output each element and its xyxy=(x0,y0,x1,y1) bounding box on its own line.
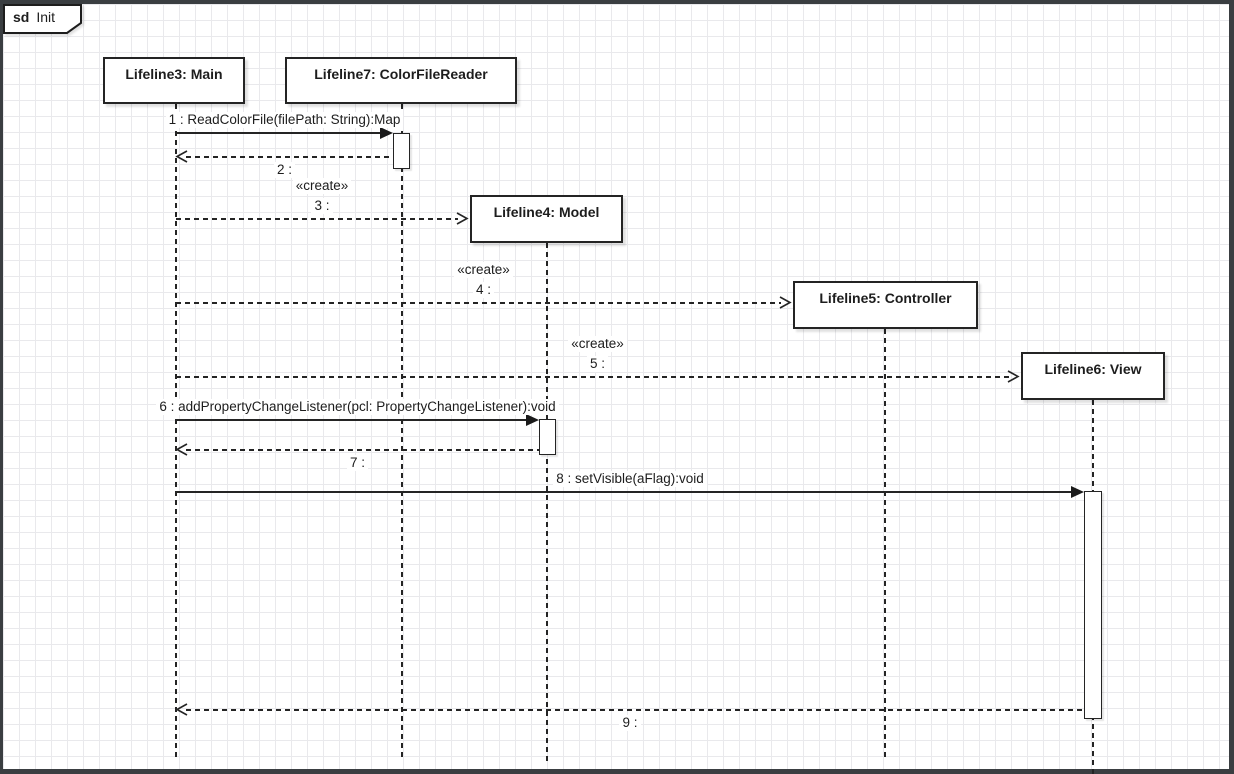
lifeline-label: Lifeline3: Main xyxy=(125,66,223,82)
lifeline-label: Lifeline4: Model xyxy=(493,204,600,220)
message-line-7[interactable] xyxy=(186,449,539,451)
frame-pentagon-shape xyxy=(3,4,82,34)
activation-bar-model[interactable] xyxy=(539,419,556,455)
frame-operator: sd xyxy=(13,9,30,25)
message-label-7[interactable]: 7 : xyxy=(176,455,539,471)
message-label-2[interactable]: 2 : xyxy=(176,162,393,178)
message-arrowhead-4 xyxy=(779,296,792,309)
message-line-8[interactable] xyxy=(176,491,1073,493)
message-stereotype-3[interactable]: «create» xyxy=(176,178,468,194)
message-stereotype-text: «create» xyxy=(454,262,513,278)
lifeline-head-controller[interactable]: Lifeline5: Controller xyxy=(793,281,978,329)
lifeline-line-main[interactable] xyxy=(175,104,177,758)
message-label-text: 2 : xyxy=(273,162,295,178)
message-label-6[interactable]: 6 : addPropertyChangeListener(pcl: Prope… xyxy=(156,399,559,415)
lifeline-line-model[interactable] xyxy=(546,243,548,762)
message-line-5[interactable] xyxy=(176,376,1009,378)
message-line-3[interactable] xyxy=(176,218,458,220)
lifeline-head-colorfilereader[interactable]: Lifeline7: ColorFileReader xyxy=(285,57,517,104)
sd-frame-label[interactable]: sd Init xyxy=(3,4,83,34)
message-arrowhead-3 xyxy=(456,212,469,225)
message-arrowhead-7 xyxy=(175,443,188,456)
message-line-1[interactable] xyxy=(176,132,382,134)
message-label-text: 9 : xyxy=(619,715,641,731)
message-arrowhead-1 xyxy=(380,127,393,139)
frame-title: Init xyxy=(36,9,56,25)
message-line-4[interactable] xyxy=(176,302,781,304)
message-label-text: 4 : xyxy=(472,282,494,298)
lifeline-head-view[interactable]: Lifeline6: View xyxy=(1021,352,1165,400)
lifeline-line-colorfilereader[interactable] xyxy=(401,104,403,758)
message-label-text: 6 : addPropertyChangeListener(pcl: Prope… xyxy=(156,399,559,415)
activation-bar-view[interactable] xyxy=(1084,491,1102,719)
message-label-text: 3 : xyxy=(311,198,333,214)
message-stereotype-4[interactable]: «create» xyxy=(176,262,791,278)
message-label-8[interactable]: 8 : setVisible(aFlag):void xyxy=(176,471,1084,487)
message-arrowhead-6 xyxy=(526,414,539,426)
message-label-1[interactable]: 1 : ReadColorFile(filePath: String):Map xyxy=(165,112,404,128)
message-stereotype-text: «create» xyxy=(568,336,627,352)
frame-label-text: sd Init xyxy=(13,9,55,25)
message-label-text: 8 : setVisible(aFlag):void xyxy=(553,471,707,487)
message-line-6[interactable] xyxy=(176,419,528,421)
message-stereotype-text: «create» xyxy=(292,178,352,194)
activation-bar-colorfilereader[interactable] xyxy=(393,133,410,169)
message-arrowhead-5 xyxy=(1007,370,1020,383)
message-label-text: 1 : ReadColorFile(filePath: String):Map xyxy=(165,112,404,128)
message-arrowhead-2 xyxy=(175,150,188,163)
message-stereotype-5[interactable]: «create» xyxy=(176,336,1019,352)
message-label-4[interactable]: 4 : xyxy=(176,282,791,298)
message-line-2[interactable] xyxy=(186,156,393,158)
message-line-9[interactable] xyxy=(186,709,1084,711)
message-label-9[interactable]: 9 : xyxy=(176,715,1084,731)
message-label-3[interactable]: 3 : xyxy=(176,198,468,214)
message-arrowhead-8 xyxy=(1071,486,1084,498)
lifeline-label: Lifeline5: Controller xyxy=(819,290,952,306)
message-arrowhead-9 xyxy=(175,703,188,716)
message-label-text: 5 : xyxy=(586,356,608,372)
lifeline-head-main[interactable]: Lifeline3: Main xyxy=(103,57,245,104)
lifeline-label: Lifeline7: ColorFileReader xyxy=(314,66,488,82)
message-label-5[interactable]: 5 : xyxy=(176,356,1019,372)
lifeline-head-model[interactable]: Lifeline4: Model xyxy=(470,195,623,243)
lifeline-line-controller[interactable] xyxy=(884,329,886,760)
lifeline-label: Lifeline6: View xyxy=(1044,361,1142,377)
message-label-text: 7 : xyxy=(346,455,368,471)
